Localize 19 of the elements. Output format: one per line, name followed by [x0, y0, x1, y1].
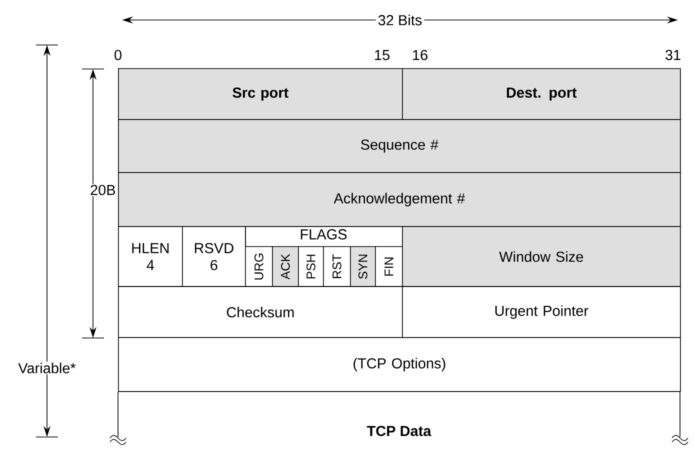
flag-cell: URG: [245, 246, 273, 287]
flag-cell: SYN: [350, 246, 376, 287]
flag-cell: RST: [323, 246, 351, 287]
field-cell: Src port: [118, 68, 403, 120]
field-cell: Acknowledgement #: [118, 172, 681, 227]
bit-number: 16: [413, 50, 428, 60]
field-cell: HLEN 4: [118, 226, 183, 287]
field-cell: Window Size: [402, 226, 681, 287]
dimension-label: 32 Bits: [376, 12, 424, 28]
bit-number: 15: [375, 50, 390, 60]
flag-cell: FIN: [375, 246, 403, 287]
dimension-label: Variable*: [17, 362, 77, 374]
dimension-label: 20B: [89, 184, 117, 196]
flag-cell: PSH: [298, 246, 324, 287]
field-cell: Dest. port: [402, 68, 681, 120]
bit-number: 0: [114, 50, 122, 60]
data-area: TCP Data: [110, 392, 688, 445]
flag-cell: ACK: [272, 246, 299, 287]
field-cell: Urgent Pointer: [402, 286, 681, 338]
